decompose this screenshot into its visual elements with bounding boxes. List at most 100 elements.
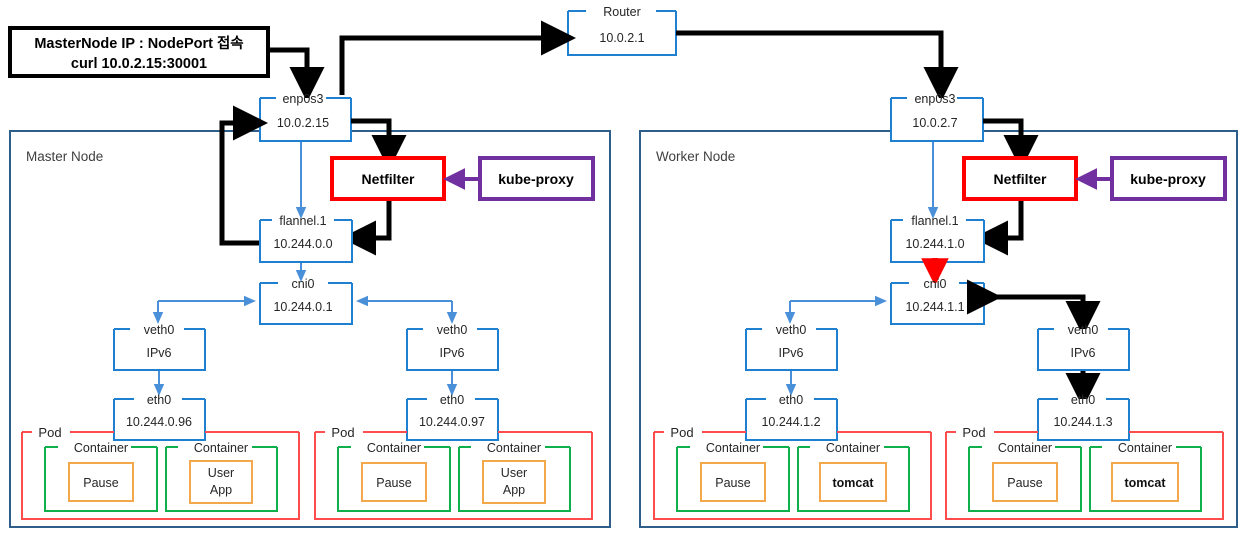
master-pod1-frame: Pod <box>21 425 300 520</box>
master-pod2-app2-line1: User <box>501 466 527 480</box>
flow-master-netfilter-to-flannel <box>341 199 392 256</box>
master-pod2-container2-label: Container <box>487 441 541 455</box>
master-pod1-veth-ip: IPv6 <box>146 346 171 360</box>
flow-worker-nic-to-netfilter <box>983 118 1039 170</box>
worker-cni-label: cni0 <box>924 277 947 291</box>
worker-netfilter-box[interactable]: Netfilter <box>962 156 1078 201</box>
worker-pod2-frame: Pod <box>945 425 1224 520</box>
router-label: Router <box>603 5 641 19</box>
master-nic-ip: 10.0.2.15 <box>277 116 329 130</box>
master-pod1-eth-label: eth0 <box>147 393 171 407</box>
master-pod2-veth-label: veth0 <box>437 323 468 337</box>
master-pod2-label: Pod <box>331 425 354 440</box>
master-kube-proxy-box[interactable]: kube-proxy <box>478 156 595 201</box>
callout-line2: curl 10.0.2.15:30001 <box>71 56 207 72</box>
master-pod1-app2-line2: App <box>210 483 232 497</box>
worker-pod1-eth-box[interactable]: eth0 10.244.1.2 <box>745 393 838 441</box>
master-nic-label: enp0s3 <box>282 92 323 106</box>
callout-box[interactable]: MasterNode IP : NodePort 접속 curl 10.0.2.… <box>8 26 270 78</box>
worker-pod2-app2-box[interactable] <box>1111 462 1179 502</box>
worker-pod1-eth-label: eth0 <box>779 393 803 407</box>
master-cni-ip: 10.244.0.1 <box>273 300 332 314</box>
flow-router-to-worker-nic <box>676 30 959 102</box>
master-cni-label: cni0 <box>292 277 315 291</box>
worker-pod1-app2-box[interactable] <box>819 462 887 502</box>
master-pod2-container1-label: Container <box>367 441 421 455</box>
worker-pod1-app1-label: Pause <box>715 476 750 490</box>
master-pod2-eth-ip: 10.244.0.97 <box>419 415 485 429</box>
router-box[interactable]: Router 10.0.2.1 <box>567 5 677 56</box>
master-pod1-app1-label: Pause <box>83 476 118 490</box>
worker-pod1-container2-label: Container <box>826 441 880 455</box>
flow-master-nic-to-router <box>339 20 576 95</box>
worker-flannel-box[interactable]: flannel.1 10.244.1.0 <box>890 214 985 263</box>
master-pod1-container2: Container User App <box>165 441 278 512</box>
worker-pod2-container1-label: Container <box>998 441 1052 455</box>
master-netfilter-box[interactable]: Netfilter <box>330 156 446 201</box>
master-pod2-app1-label: Pause <box>376 476 411 490</box>
master-pod2-app2-box[interactable] <box>482 460 546 504</box>
flow-callout-to-master-nic <box>268 47 325 102</box>
worker-pod1-container1-label: Container <box>706 441 760 455</box>
master-pod1-eth-ip: 10.244.0.96 <box>126 415 192 429</box>
worker-pod2-app1-box[interactable] <box>992 462 1058 502</box>
worker-pod2-eth-label: eth0 <box>1071 393 1095 407</box>
flow-worker-netfilter-to-flannel <box>973 199 1024 256</box>
worker-cni-ip: 10.244.1.1 <box>905 300 964 314</box>
master-pod1-veth-label: veth0 <box>144 323 175 337</box>
worker-pod2-app2-label: tomcat <box>1125 476 1167 490</box>
worker-nic-box[interactable]: enp0s3 10.0.2.7 <box>890 92 984 142</box>
worker-flannel-label: flannel.1 <box>911 214 958 228</box>
flow-worker-cni-to-veth2 <box>994 294 1101 336</box>
master-netfilter-label: Netfilter <box>362 171 415 187</box>
worker-pod1-container1: Container Pause <box>676 441 790 512</box>
worker-nic-ip: 10.0.2.7 <box>912 116 957 130</box>
master-node-title: Master Node <box>26 149 103 164</box>
worker-pod2-container2: Container tomcat <box>1089 441 1202 512</box>
worker-pod2-label: Pod <box>962 425 985 440</box>
worker-pod1-veth-box[interactable]: veth0 IPv6 <box>745 323 838 371</box>
worker-pod2-eth-box[interactable]: eth0 10.244.1.3 <box>1037 393 1130 441</box>
worker-pod2-veth-box[interactable]: veth0 IPv6 <box>1037 323 1130 371</box>
master-cni-box[interactable]: cni0 10.244.0.1 <box>259 277 353 325</box>
master-pod1-app1-box[interactable] <box>68 462 134 502</box>
master-kube-proxy-label: kube-proxy <box>498 171 574 187</box>
worker-pod1-veth-label: veth0 <box>776 323 807 337</box>
master-pod2-container1: Container Pause <box>337 441 451 512</box>
master-flannel-box[interactable]: flannel.1 10.244.0.0 <box>259 214 353 263</box>
worker-pod1-app2-label: tomcat <box>833 476 875 490</box>
worker-pod2-container1: Container Pause <box>968 441 1082 512</box>
worker-nic-label: enp0s3 <box>914 92 955 106</box>
worker-pod2-veth-ip: IPv6 <box>1070 346 1095 360</box>
worker-kube-proxy-label: kube-proxy <box>1130 171 1206 187</box>
worker-pod1-label: Pod <box>670 425 693 440</box>
master-pod1-container1: Container Pause <box>44 441 158 512</box>
worker-pod1-veth-ip: IPv6 <box>778 346 803 360</box>
master-pod2-app2-line2: App <box>503 483 525 497</box>
worker-kube-proxy-box[interactable]: kube-proxy <box>1110 156 1227 201</box>
master-pod2-veth-box[interactable]: veth0 IPv6 <box>406 323 499 371</box>
worker-cni-box[interactable]: cni0 10.244.1.1 <box>890 277 985 325</box>
master-pod1-eth-box[interactable]: eth0 10.244.0.96 <box>113 393 206 441</box>
master-pod2-app1-box[interactable] <box>361 462 427 502</box>
master-pod2-frame: Pod <box>314 425 593 520</box>
worker-pod1-app1-box[interactable] <box>700 462 766 502</box>
master-pod1-label: Pod <box>38 425 61 440</box>
worker-node-title: Worker Node <box>656 149 735 164</box>
worker-pod2-eth-ip: 10.244.1.3 <box>1053 415 1112 429</box>
worker-netfilter-label: Netfilter <box>994 171 1047 187</box>
router-ip: 10.0.2.1 <box>599 31 644 45</box>
master-pod2-veth-ip: IPv6 <box>439 346 464 360</box>
master-pod2-eth-box[interactable]: eth0 10.244.0.97 <box>406 393 499 441</box>
master-pod1-app2-box[interactable] <box>189 460 253 504</box>
worker-pod1-container2: Container tomcat <box>797 441 910 512</box>
master-pod1-container1-label: Container <box>74 441 128 455</box>
worker-pod2-container2-label: Container <box>1118 441 1172 455</box>
worker-pod1-eth-ip: 10.244.1.2 <box>761 415 820 429</box>
callout-line1: MasterNode IP : NodePort 접속 <box>34 34 243 52</box>
master-pod1-veth-box[interactable]: veth0 IPv6 <box>113 323 206 371</box>
flow-master-flannel-to-nic <box>219 105 268 246</box>
master-nic-box[interactable]: enp0s3 10.0.2.15 <box>259 92 352 142</box>
